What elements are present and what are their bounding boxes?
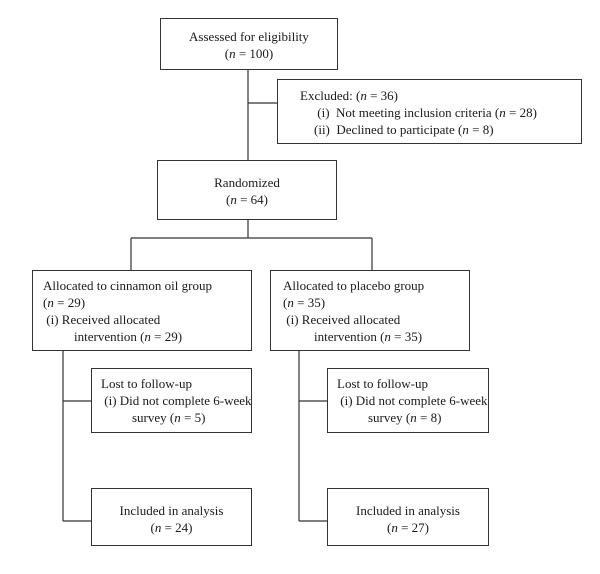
received-count: 35 [404, 329, 418, 344]
lost-followup-cinnamon-box: Lost to follow-up (i) Did not complete 6… [91, 368, 252, 433]
included-title: Included in analysis [119, 503, 224, 518]
received-count-line: intervention (n = 29) [74, 329, 183, 344]
lost-reason-line: (i) Did not complete 6-week [104, 393, 252, 408]
included-cinnamon-box: Included in analysis (n = 24) [91, 488, 252, 546]
randomized-title: Randomized [214, 175, 280, 190]
included-placebo-box: Included in analysis (n = 27) [327, 488, 489, 546]
excluded-item-count: 28 [519, 105, 533, 120]
assessed-title: Assessed for eligibility [189, 29, 309, 44]
lost-count: 5 [194, 410, 202, 425]
allocated-title: Allocated to cinnamon oil group [43, 278, 212, 293]
received-line: (i) Received allocated [46, 312, 161, 327]
excluded-item: (i) Not meeting inclusion criteria (n = … [317, 105, 537, 120]
excluded-box: Excluded: (n = 36) (i) Not meeting inclu… [277, 79, 582, 144]
received-count-line: intervention (n = 35) [314, 329, 423, 344]
included-count-line: (n = 24) [150, 520, 193, 535]
randomized-box: Randomized (n = 64) [157, 160, 337, 220]
randomized-count: 64 [250, 192, 264, 207]
lost-count-line: survey (n = 5) [132, 410, 206, 425]
allocated-count-line: (n = 35) [283, 295, 326, 310]
excluded-item-count: 8 [482, 122, 490, 137]
lost-reason-line: (i) Did not complete 6-week [340, 393, 488, 408]
included-count: 24 [175, 520, 189, 535]
excluded-count: 36 [380, 88, 394, 103]
excluded-title-line: Excluded: (n = 36) [300, 88, 398, 103]
lost-title: Lost to follow-up [337, 376, 428, 391]
allocated-count: 29 [67, 295, 81, 310]
lost-count: 8 [430, 410, 438, 425]
lost-title: Lost to follow-up [101, 376, 192, 391]
allocated-title: Allocated to placebo group [283, 278, 425, 293]
excluded-title: Excluded: [300, 88, 353, 103]
randomized-count-line: (n = 64) [225, 192, 269, 207]
included-count-line: (n = 27) [386, 520, 430, 535]
included-count: 27 [411, 520, 425, 535]
assessed-box: Assessed for eligibility (n = 100) [160, 18, 338, 70]
allocated-placebo-box: Allocated to placebo group (n = 35) (i) … [270, 270, 470, 351]
assessed-count: 100 [249, 46, 269, 61]
assessed-count-line: (n = 100) [224, 46, 274, 61]
excluded-item: (ii) Declined to participate (n = 8) [314, 122, 494, 137]
received-count: 29 [164, 329, 178, 344]
lost-followup-placebo-box: Lost to follow-up (i) Did not complete 6… [327, 368, 489, 433]
allocated-count-line: (n = 29) [43, 295, 86, 310]
lost-count-line: survey (n = 8) [368, 410, 442, 425]
allocated-count: 35 [307, 295, 321, 310]
included-title: Included in analysis [356, 503, 460, 518]
allocated-cinnamon-box: Allocated to cinnamon oil group (n = 29)… [32, 270, 252, 351]
received-line: (i) Received allocated [286, 312, 401, 327]
